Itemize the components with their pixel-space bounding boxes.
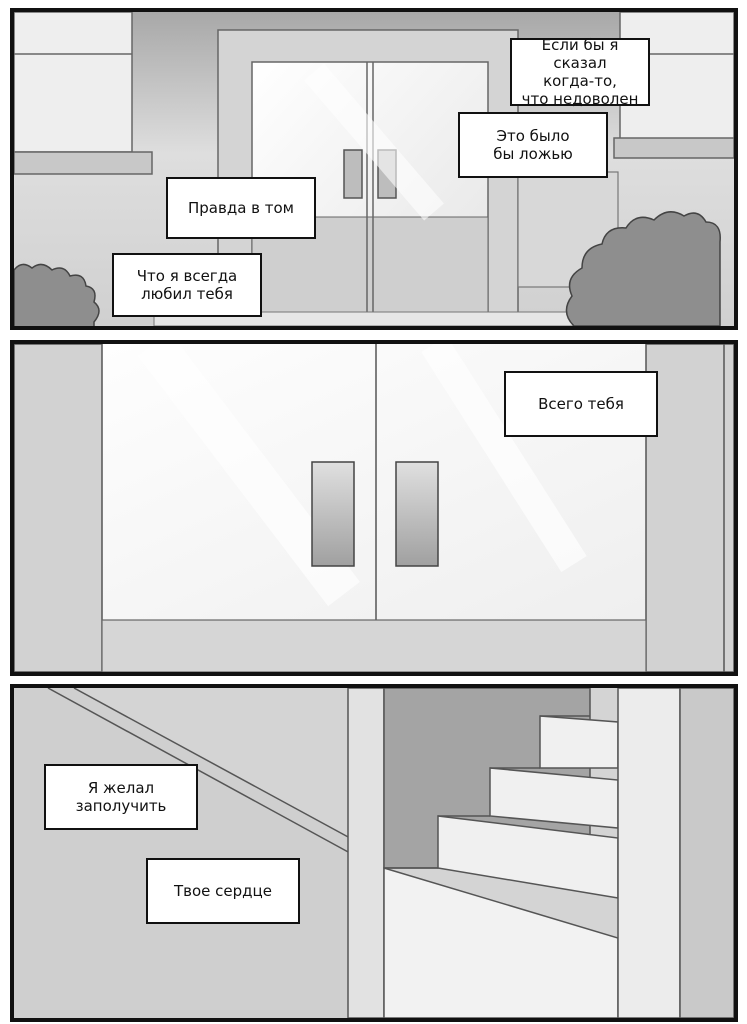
left-pillar xyxy=(14,344,103,672)
panel-3-staircase: Я желал заполучить Твое сердце xyxy=(10,684,738,1022)
right-pillar xyxy=(617,688,681,1018)
door-handle-left xyxy=(311,461,355,567)
door-handle-right xyxy=(395,461,439,567)
caption-truth-is: Правда в том xyxy=(166,177,316,239)
panel-2-glass-doors: Всего тебя xyxy=(10,340,738,676)
caption-it-would-be-lie: Это было бы ложью xyxy=(458,112,608,178)
caption-i-wished-to-get: Я желал заполучить xyxy=(44,764,198,830)
panel-1-building-entrance: Если бы я сказал когда-то, что недоволен… xyxy=(10,8,738,330)
bush-right xyxy=(565,211,721,326)
caption-always-loved-you: Что я всегда любил тебя xyxy=(112,253,262,317)
caption-all-of-you: Всего тебя xyxy=(504,371,658,437)
staircase-illustration xyxy=(14,688,734,1018)
caption-if-i-said: Если бы я сказал когда-то, что недоволен xyxy=(510,36,650,108)
right-pillar xyxy=(645,344,734,672)
bush-left xyxy=(14,263,100,326)
caption-your-heart: Твое сердце xyxy=(146,858,300,924)
left-window xyxy=(14,12,133,153)
door-handle-left xyxy=(343,149,363,199)
